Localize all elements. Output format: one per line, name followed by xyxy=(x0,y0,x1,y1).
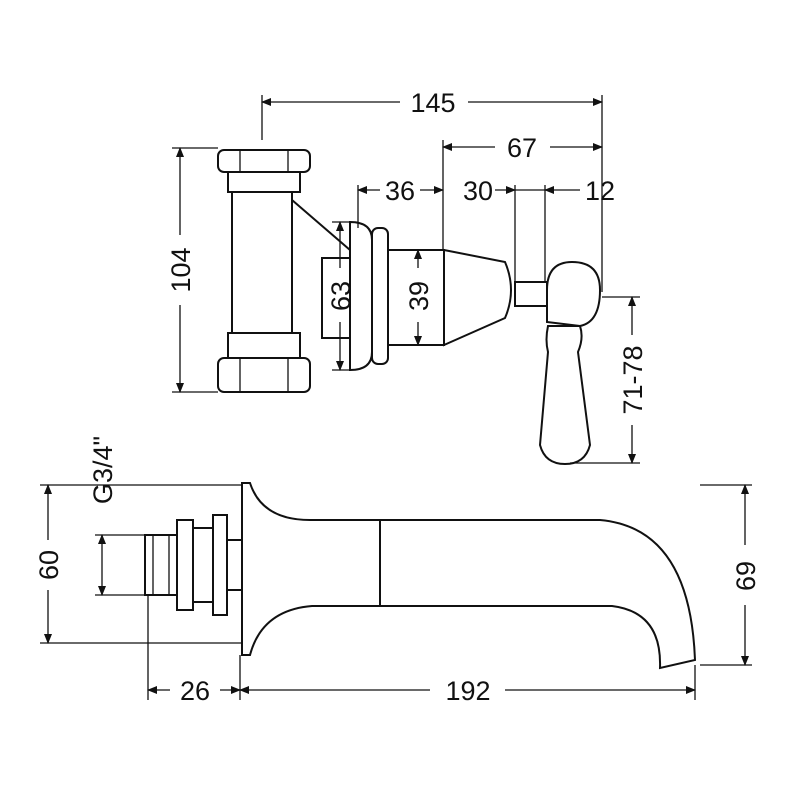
bottom-nut xyxy=(217,332,311,393)
dim-thread: G3/4" xyxy=(88,436,118,504)
dim-30: 30 xyxy=(463,176,493,206)
dim-39: 39 xyxy=(404,281,434,311)
dim-192: 192 xyxy=(445,676,490,706)
dim-12: 12 xyxy=(585,176,615,206)
dim-60: 60 xyxy=(34,550,64,580)
valve-drawing xyxy=(217,149,602,466)
dim-63: 63 xyxy=(326,281,356,311)
dim-26: 26 xyxy=(180,676,210,706)
spout-drawing xyxy=(144,482,697,670)
spout-dimensions: 60 G3/4" 69 26 192 xyxy=(34,436,761,706)
dim-67: 67 xyxy=(507,133,537,163)
top-nut xyxy=(217,149,311,193)
dim-145: 145 xyxy=(410,88,455,118)
dim-69: 69 xyxy=(731,561,761,591)
dim-36: 36 xyxy=(385,176,415,206)
dim-71-78: 71-78 xyxy=(618,345,648,414)
valve-dimensions: 145 67 36 30 12 104 63 39 71-78 xyxy=(166,88,648,464)
dim-104: 104 xyxy=(166,247,196,292)
